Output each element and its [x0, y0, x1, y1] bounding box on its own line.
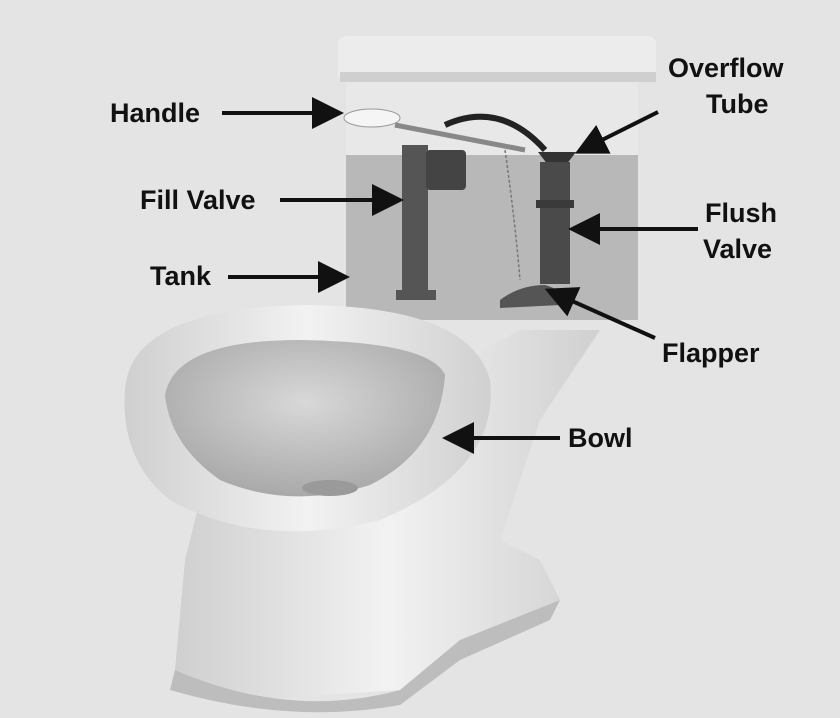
svg-text:Overflow: Overflow — [668, 53, 785, 83]
label-flush-valve: Flush Valve — [568, 198, 777, 264]
label-flapper: Flapper — [544, 287, 760, 368]
arrow — [544, 287, 656, 340]
label-tank: Tank — [150, 261, 350, 293]
fill-valve — [396, 145, 466, 300]
svg-text:Flapper: Flapper — [662, 338, 760, 368]
svg-text:Bowl: Bowl — [568, 423, 633, 453]
label-fill-valve: Fill Valve — [140, 184, 404, 216]
tank — [338, 36, 656, 320]
arrow — [574, 110, 659, 154]
svg-text:Flush: Flush — [705, 198, 777, 228]
svg-text:Tube: Tube — [706, 89, 769, 119]
svg-text:Tank: Tank — [150, 261, 212, 291]
svg-text:Handle: Handle — [110, 98, 200, 128]
label-handle: Handle — [110, 97, 344, 129]
label-overflow-tube: Overflow Tube — [574, 53, 785, 154]
handle-lever — [343, 108, 548, 281]
bowl — [124, 305, 491, 532]
svg-text:Fill Valve: Fill Valve — [140, 185, 256, 215]
label-bowl: Bowl — [442, 422, 633, 454]
svg-text:Valve: Valve — [703, 234, 772, 264]
tank-water — [346, 155, 638, 320]
